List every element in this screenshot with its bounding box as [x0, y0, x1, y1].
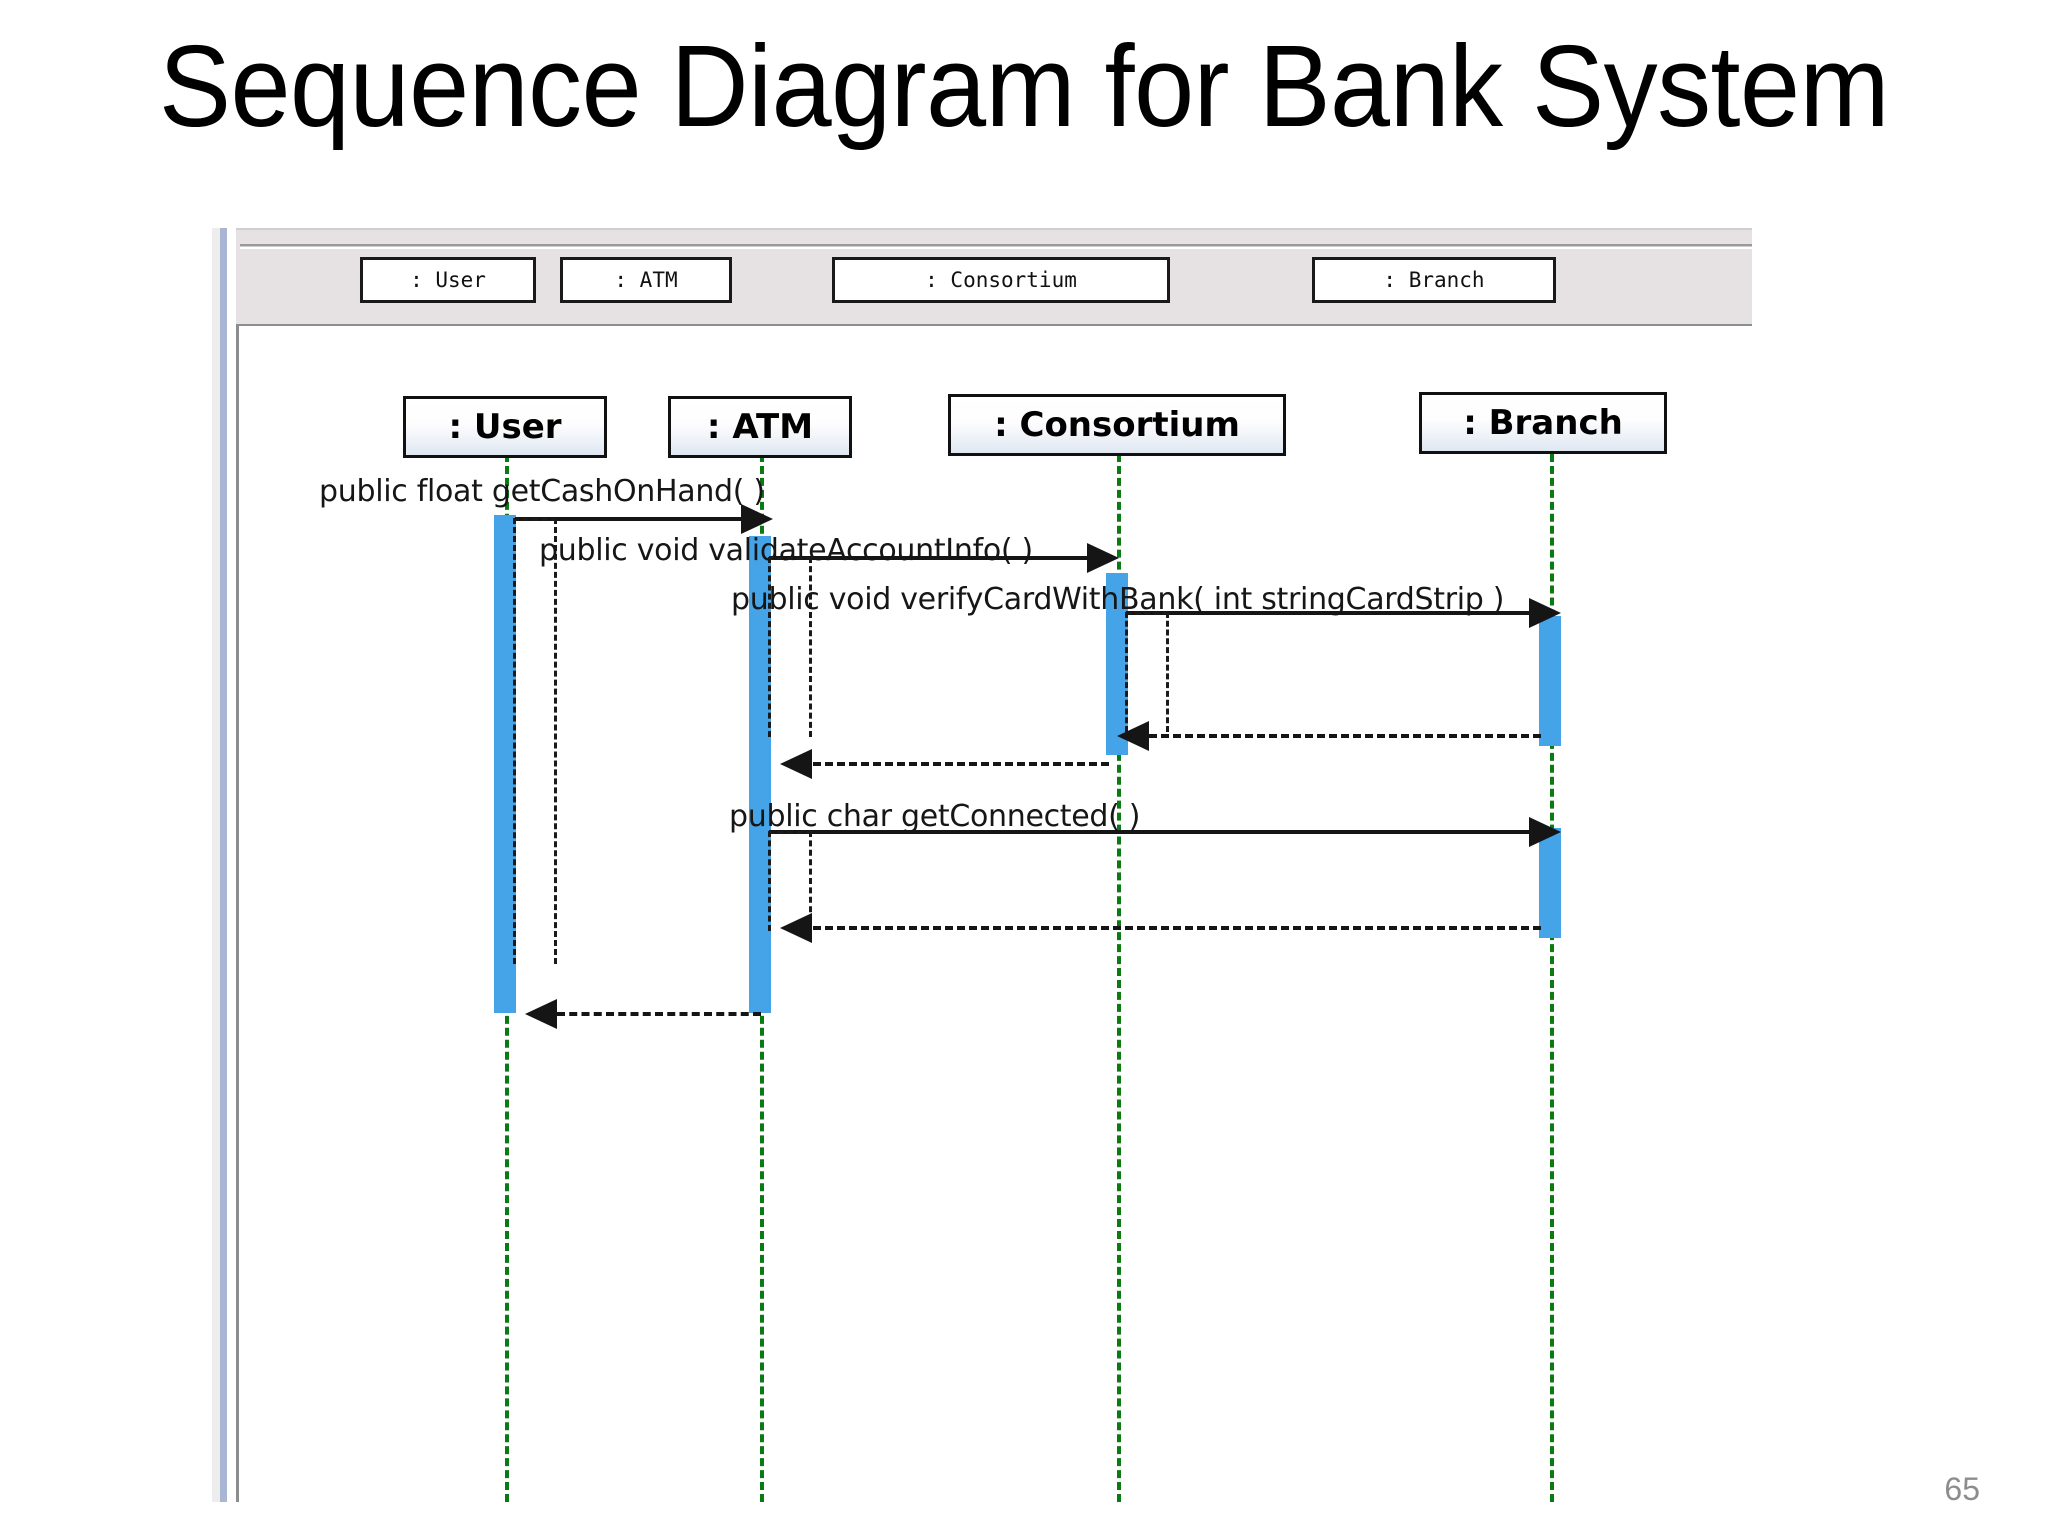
focus-rect-consortium-verify	[1125, 612, 1169, 732]
message-label-get-connected: public char getConnected( )	[729, 799, 1141, 834]
return-arrowhead-branch-to-atm	[780, 913, 812, 943]
window-left-accent-bar	[220, 228, 227, 1502]
window-left-rail	[212, 228, 220, 1502]
diagram-toolbar: : User : ATM : Consortium : Branch	[236, 228, 1752, 324]
message-arrow-get-cash-on-hand[interactable]	[515, 517, 761, 521]
sequence-diagram-content: : User : ATM : Consortium : Branch	[239, 326, 1752, 1502]
lifeline-line-consortium	[1117, 454, 1121, 1502]
page-title: Sequence Diagram for Bank System	[158, 21, 1890, 151]
message-arrowhead-validate-account-info	[1087, 543, 1119, 573]
activation-bar-branch-verify[interactable]	[1539, 616, 1561, 746]
embedded-app-window: : User : ATM : Consortium : Branch	[212, 228, 1752, 1502]
message-arrowhead-get-connected	[1529, 817, 1561, 847]
return-arrowhead-branch-to-consortium	[1117, 721, 1149, 751]
window-left-gutter	[227, 228, 236, 1502]
lifeline-header-branch[interactable]: : Branch	[1419, 392, 1667, 454]
focus-rect-atm-validate	[768, 557, 812, 737]
lifeline-header-user-label: : User	[448, 407, 562, 447]
return-arrow-atm-to-user[interactable]	[557, 1012, 761, 1016]
lifeline-header-atm-label: : ATM	[706, 407, 814, 447]
lifeline-header-user[interactable]: : User	[403, 396, 607, 458]
message-arrow-validate-account-info[interactable]	[769, 556, 1107, 560]
toolbar-item-atm-label: : ATM	[614, 268, 678, 292]
toolbar-item-user[interactable]: : User	[360, 257, 536, 303]
lifeline-header-branch-label: : Branch	[1463, 403, 1623, 443]
activation-bar-consortium[interactable]	[1106, 573, 1128, 755]
slide-page-number: 65	[1944, 1471, 1980, 1507]
toolbar-item-branch-label: : Branch	[1383, 268, 1485, 292]
message-arrowhead-verify-card-with-bank	[1529, 598, 1561, 628]
activation-bar-user[interactable]	[494, 515, 516, 1013]
message-arrow-verify-card-with-bank[interactable]	[1126, 611, 1551, 615]
message-label-get-cash-on-hand: public float getCashOnHand( )	[319, 474, 765, 509]
message-arrowhead-get-cash-on-hand	[741, 504, 773, 534]
message-arrow-get-connected[interactable]	[769, 830, 1551, 834]
return-arrow-branch-to-atm[interactable]	[813, 926, 1541, 930]
lifeline-line-branch	[1550, 454, 1554, 1502]
activation-bar-atm[interactable]	[749, 536, 771, 1013]
focus-rect-user	[513, 518, 557, 964]
toolbar-item-branch[interactable]: : Branch	[1312, 257, 1556, 303]
return-arrowhead-consortium-to-atm	[780, 749, 812, 779]
window-body: : User : ATM : Consortium : Branch	[236, 228, 1752, 1502]
lifeline-header-consortium[interactable]: : Consortium	[948, 394, 1286, 456]
return-arrowhead-atm-to-user	[525, 999, 557, 1029]
focus-rect-atm-connected	[768, 831, 812, 931]
toolbar-item-consortium[interactable]: : Consortium	[832, 257, 1170, 303]
toolbar-item-consortium-label: : Consortium	[925, 268, 1077, 292]
lifeline-header-atm[interactable]: : ATM	[668, 396, 852, 458]
sequence-diagram-canvas[interactable]: : User : ATM : Consortium : Branch	[236, 324, 1752, 1502]
toolbar-groove	[240, 244, 1752, 249]
lifeline-header-consortium-label: : Consortium	[994, 405, 1240, 445]
activation-bar-branch-connected[interactable]	[1539, 828, 1561, 938]
toolbar-item-user-label: : User	[410, 268, 486, 292]
message-label-validate-account-info: public void validateAccountInfo( )	[539, 533, 1033, 568]
toolbar-item-atm[interactable]: : ATM	[560, 257, 732, 303]
return-arrow-consortium-to-atm[interactable]	[813, 762, 1109, 766]
return-arrow-branch-to-consortium[interactable]	[1149, 734, 1541, 738]
